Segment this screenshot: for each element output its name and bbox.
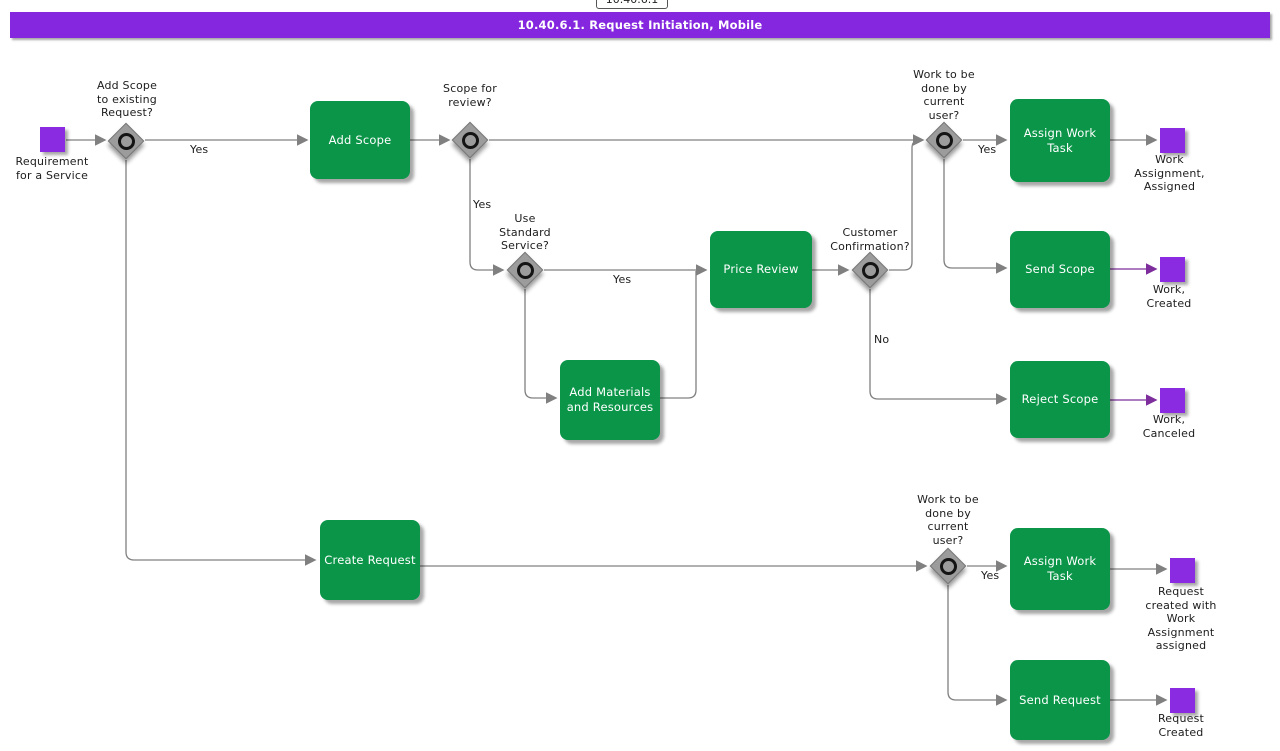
flow-gateway2-yes-to-gateway3 xyxy=(469,159,505,276)
gateway-work-current-user-2[interactable] xyxy=(929,547,967,585)
gateway-work-current-user-1[interactable] xyxy=(925,121,963,159)
label-end-work-canceled: Work, Canceled xyxy=(1142,413,1196,440)
label-gateway-scope-review: Scope for review? xyxy=(443,82,497,109)
task-add-materials-and-resources[interactable]: Add Materials and Resources xyxy=(560,360,660,440)
edge-label-yes-work-user-1: Yes xyxy=(978,143,997,156)
page-tab[interactable]: 10.40.6.1 xyxy=(596,0,668,9)
task-send-request[interactable]: Send Request xyxy=(1010,660,1110,740)
label-gateway-customer-confirmation: Customer Confirmation? xyxy=(830,226,910,253)
edge-label-yes-use-standard: Yes xyxy=(613,273,632,286)
gateway-circle-icon xyxy=(517,262,534,279)
task-price-review[interactable]: Price Review xyxy=(710,231,812,308)
end-event-work-canceled[interactable] xyxy=(1160,388,1185,413)
gateway-circle-icon xyxy=(936,132,953,149)
gateway-circle-icon xyxy=(940,558,957,575)
end-event-work-created[interactable] xyxy=(1160,257,1185,282)
gateway-circle-icon xyxy=(118,133,135,150)
label-start-requirement: Requirement for a Service xyxy=(15,155,89,182)
diagram-title-bar: 10.40.6.1. Request Initiation, Mobile xyxy=(10,12,1270,38)
edge-label-yes-scope-review: Yes xyxy=(473,198,492,211)
label-end-request-created-with-assignment: Request created with Work Assignment ass… xyxy=(1145,585,1217,652)
end-event-request-created-with-assignment[interactable] xyxy=(1170,558,1195,583)
edge-label-yes-work-user-2: Yes xyxy=(981,569,1000,582)
gateway-customer-confirmation[interactable] xyxy=(851,251,889,289)
label-gateway-work-current-user-1: Work to be done by current user? xyxy=(913,68,975,122)
flow-gateway6-to-send-request xyxy=(947,585,1008,706)
task-assign-work-task-2[interactable]: Assign Work Task xyxy=(1010,528,1110,610)
flow-add-materials-return xyxy=(660,271,697,399)
task-add-scope[interactable]: Add Scope xyxy=(310,101,410,179)
edge-label-yes-add-scope: Yes xyxy=(190,143,209,156)
flow-gateway4-no-to-reject-scope xyxy=(869,289,1008,405)
gateway-circle-icon xyxy=(462,132,479,149)
label-end-request-created: Request Created xyxy=(1157,712,1205,739)
end-event-request-created[interactable] xyxy=(1170,688,1195,713)
flow-gateway3-to-add-materials xyxy=(524,289,558,404)
flow-gateway4-to-gateway5 xyxy=(889,139,921,271)
task-reject-scope[interactable]: Reject Scope xyxy=(1010,361,1110,438)
label-gateway-add-scope: Add Scope to existing Request? xyxy=(96,79,158,119)
task-send-scope[interactable]: Send Scope xyxy=(1010,231,1110,308)
edge-label-no-customer-confirmation: No xyxy=(874,333,890,346)
gateway-scope-for-review[interactable] xyxy=(451,121,489,159)
label-end-work-assignment-assigned: Work Assignment, Assigned xyxy=(1134,153,1205,193)
label-gateway-use-standard: Use Standard Service? xyxy=(499,212,551,252)
label-gateway-work-current-user-2: Work to be done by current user? xyxy=(917,493,979,547)
label-end-work-created: Work, Created xyxy=(1146,283,1192,310)
flow-gateway5-to-send-scope xyxy=(943,159,1008,274)
gateway-add-scope-to-existing-request[interactable] xyxy=(107,122,145,160)
end-event-work-assignment-assigned[interactable] xyxy=(1160,128,1185,153)
gateway-circle-icon xyxy=(862,262,879,279)
task-create-request[interactable]: Create Request xyxy=(320,520,420,600)
gateway-use-standard-service[interactable] xyxy=(506,251,544,289)
start-event-requirement[interactable] xyxy=(40,127,65,152)
task-assign-work-task-1[interactable]: Assign Work Task xyxy=(1010,99,1110,182)
flow-gateway1-to-create-request xyxy=(125,160,317,566)
